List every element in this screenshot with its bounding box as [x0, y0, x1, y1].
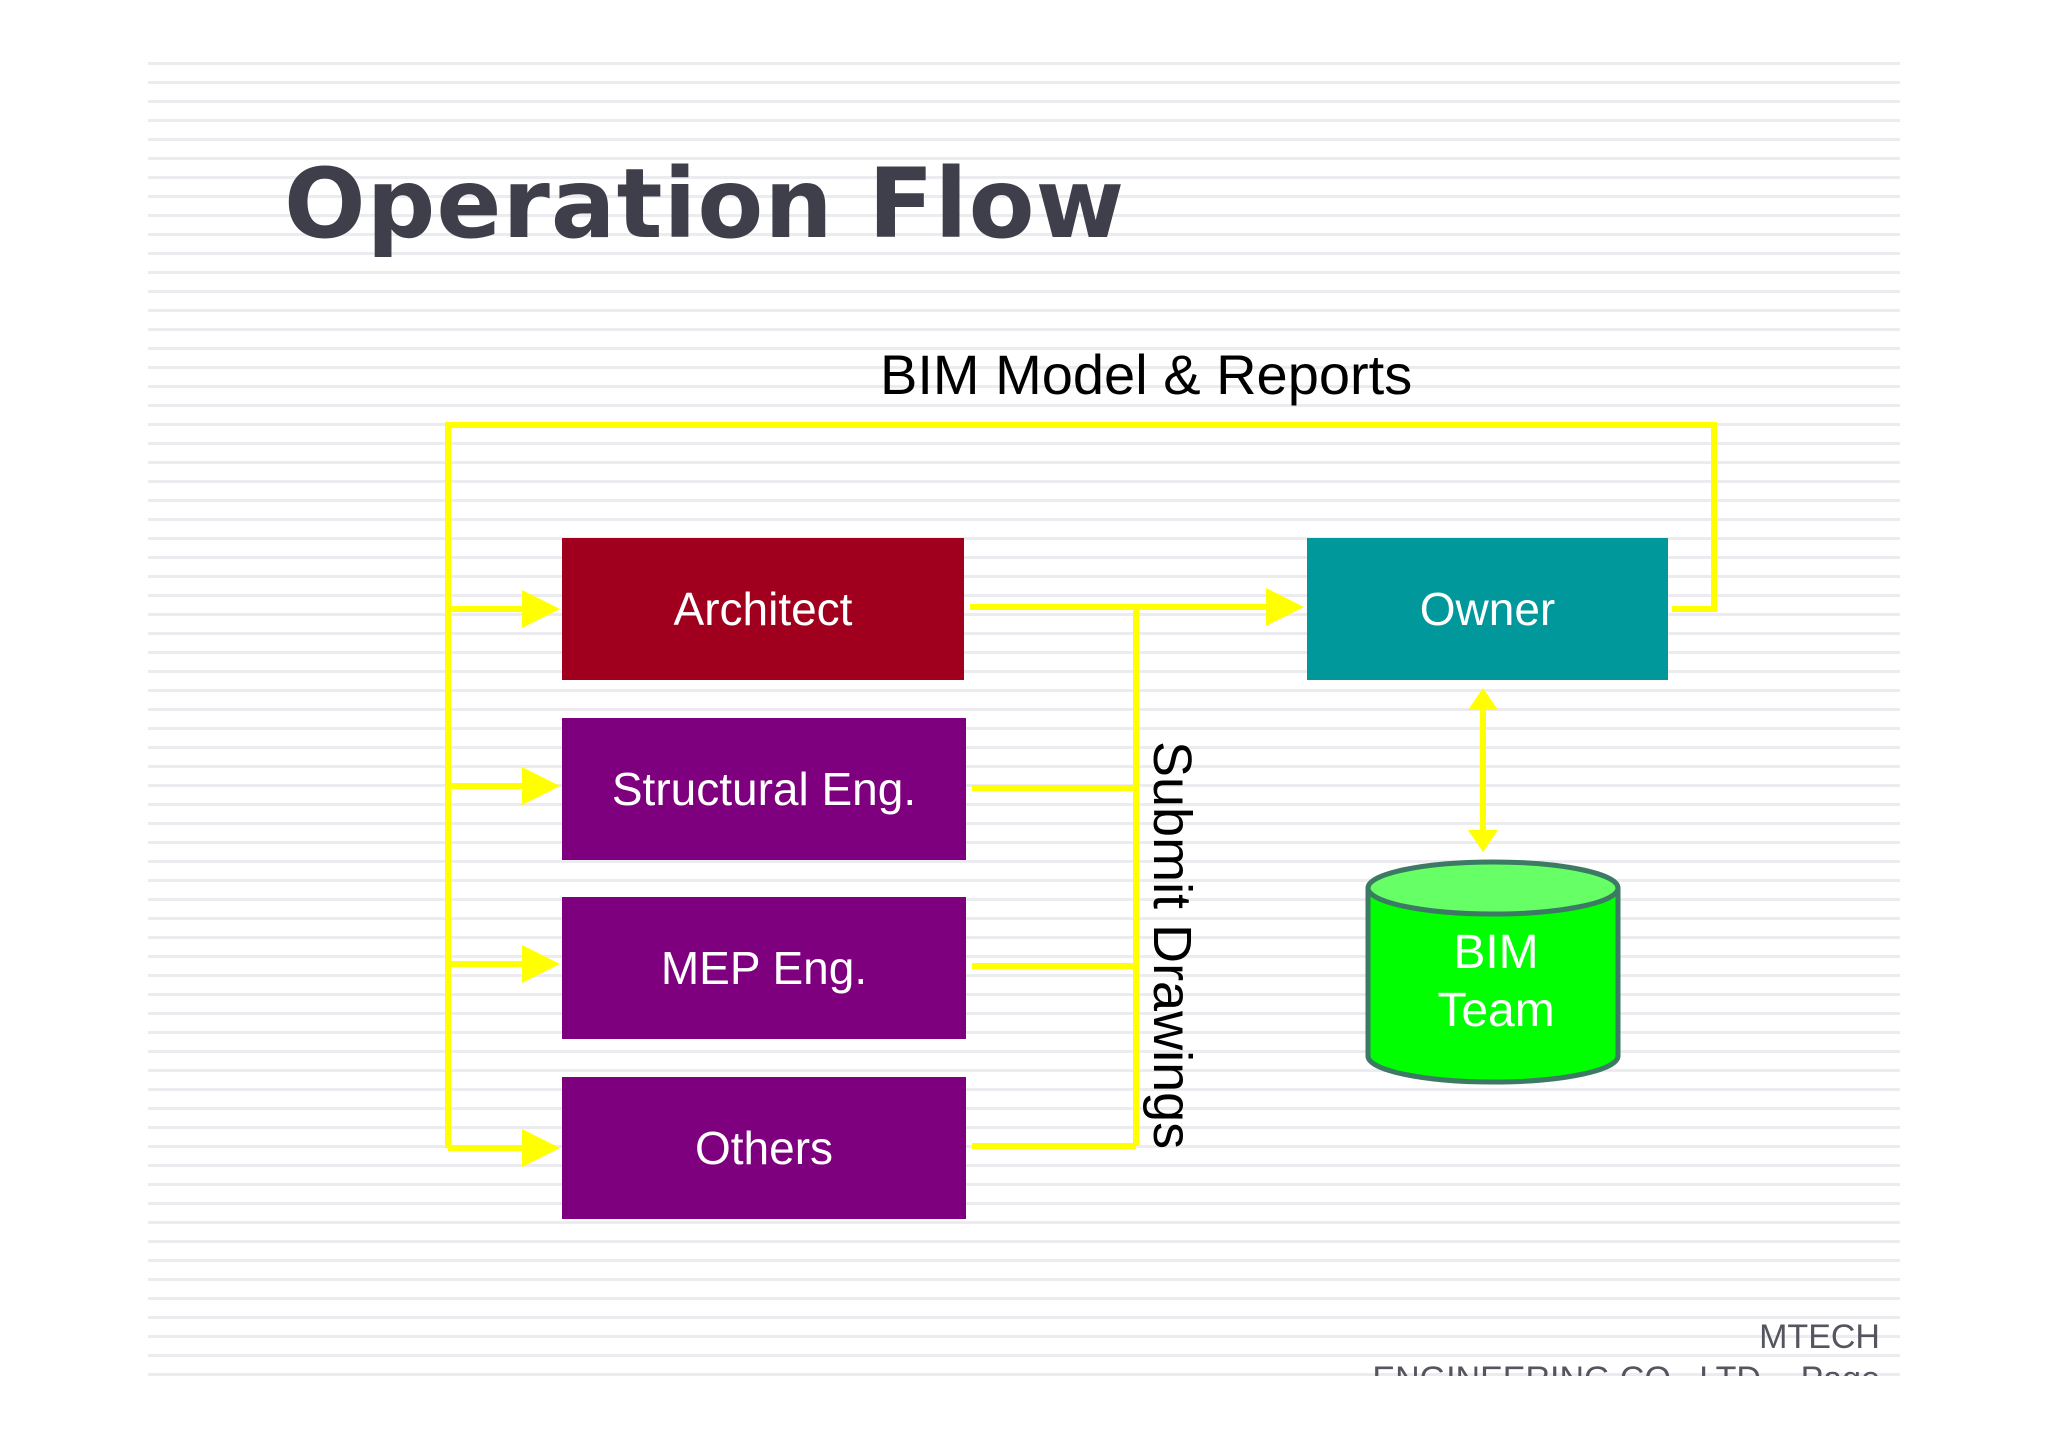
footer-page: ENGINEERING CO., LTD. - Page — [1280, 1358, 1880, 1376]
mep-eng-box: MEP Eng. — [562, 897, 966, 1039]
bim-model-reports-label: BIM Model & Reports — [880, 343, 1413, 406]
mep-eng-label: MEP Eng. — [660, 942, 868, 994]
arrow-to-owner — [1266, 588, 1304, 626]
structural-eng-box: Structural Eng. — [562, 718, 966, 860]
owner-box: Owner — [1307, 538, 1668, 680]
arrow-up-owner — [1468, 688, 1498, 710]
bim-team-cylinder — [1365, 859, 1621, 1085]
arrow-to-structural — [522, 767, 560, 805]
footer: MTECH ENGINEERING CO., LTD. - Page — [1280, 1316, 1880, 1376]
striped-background — [148, 62, 1900, 1380]
structural-eng-label: Structural Eng. — [611, 763, 917, 815]
arrow-to-others — [522, 1129, 560, 1167]
slide-title: Operation Flow — [284, 148, 1126, 260]
architect-label: Architect — [673, 583, 853, 635]
arrow-down-bim — [1468, 830, 1498, 852]
others-box: Others — [562, 1077, 966, 1219]
bim-team-line2: Team — [1437, 984, 1555, 1037]
bim-team-label: BIM Team — [1366, 924, 1626, 1040]
bim-team-line1: BIM — [1453, 926, 1539, 979]
arrow-to-architect — [522, 590, 560, 628]
footer-company: MTECH — [1759, 1318, 1880, 1356]
feedback-loop-line — [445, 422, 1717, 1148]
bottom-margin — [0, 1378, 2048, 1447]
owner-label: Owner — [1419, 583, 1556, 635]
others-label: Others — [694, 1122, 834, 1174]
submit-drawings-label: Submit Drawings — [1142, 741, 1202, 1150]
arrow-to-mep — [522, 945, 560, 983]
architect-box: Architect — [562, 538, 964, 680]
